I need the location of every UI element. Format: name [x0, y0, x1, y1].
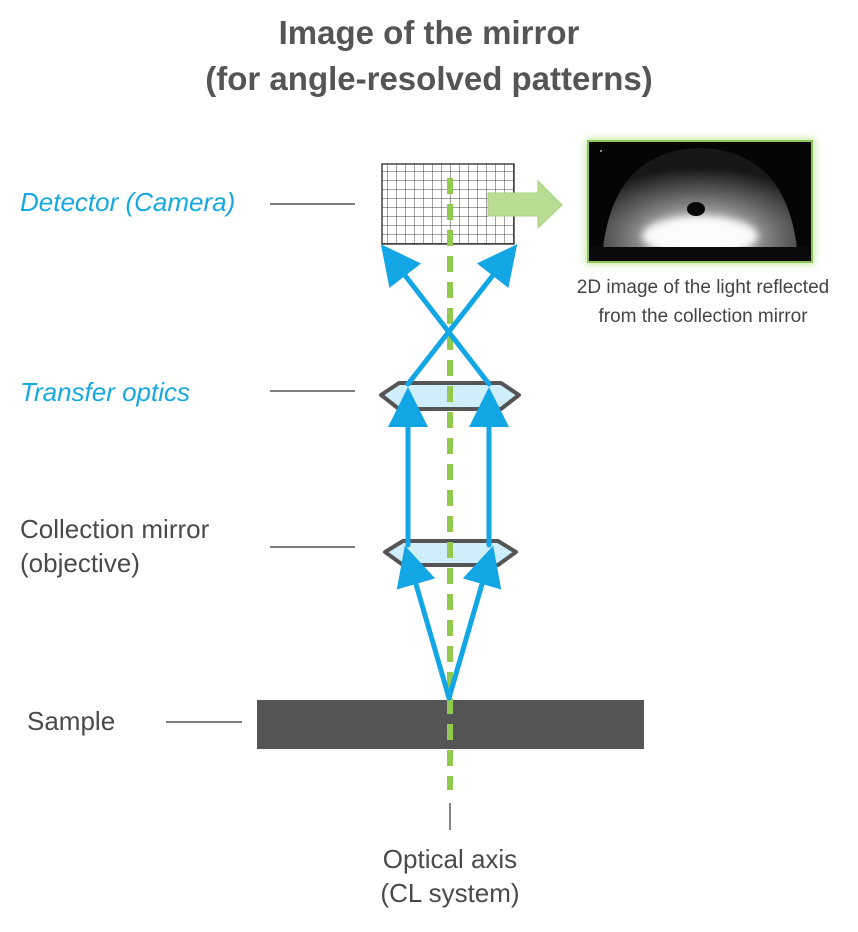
optical-axis-label-line1: Optical axis: [382, 844, 518, 874]
caption-line1: 2D image of the light reflected: [576, 277, 830, 298]
diagram-title-line2: (for angle-resolved patterns): [205, 60, 653, 97]
collection-mirror-label-line1: Collection mirror: [20, 514, 210, 544]
arrow-right-icon: [487, 179, 563, 230]
camera-image-caption: 2D image of the light reflected from the…: [548, 273, 858, 331]
light-rays: [380, 244, 518, 701]
collection-mirror-label-line2: (objective): [20, 548, 140, 578]
caption-line2: from the collection mirror: [598, 306, 808, 327]
detector-label: Detector (Camera): [20, 187, 236, 217]
optical-axis-label-line2: (CL system): [380, 878, 520, 908]
ray-cross-right-to-left: [380, 244, 492, 387]
transfer-optics-label: Transfer optics: [20, 377, 191, 407]
ray-cross-left-to-right: [405, 244, 518, 387]
collection-mirror-label: Collection mirror (objective): [20, 512, 209, 580]
diagram-title-line1: Image of the mirror: [278, 14, 580, 51]
sample-label: Sample: [27, 706, 116, 736]
camera-image: [586, 139, 814, 264]
mirror-hole-shadow: [687, 202, 705, 216]
optical-axis-label: Optical axis (CL system): [350, 842, 550, 910]
ray-sample-to-mirror-right: [446, 545, 502, 701]
ray-sample-to-mirror-left: [396, 545, 452, 701]
